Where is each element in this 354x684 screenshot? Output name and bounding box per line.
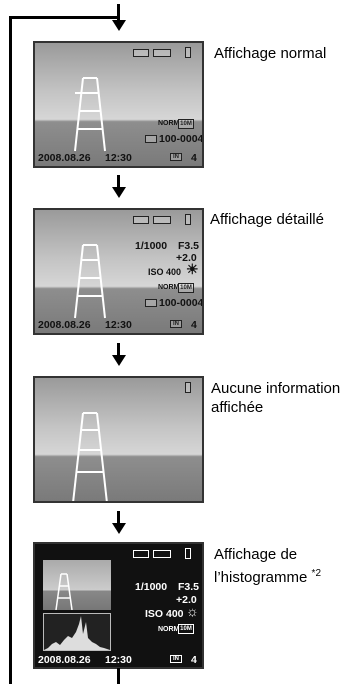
battery-icon (185, 548, 191, 559)
down-arrow-icon (112, 355, 126, 366)
loop-line-top (9, 16, 120, 19)
sun-icon: ☼ (186, 603, 199, 619)
lifeguard-ladder-image (74, 77, 106, 152)
arrow-stem-4 (117, 511, 120, 525)
down-arrow-icon (112, 523, 126, 534)
frame-number: 100-0004 (159, 297, 204, 309)
screen-normal: NORM 10M 100-0004 2008.08.26 12:30 IN 4 (33, 41, 204, 168)
photo-thumbnail (43, 560, 111, 610)
label-no-info-1: Aucune information (211, 380, 341, 397)
protect-icon (133, 550, 149, 558)
lifeguard-ladder-image (55, 573, 73, 610)
iso-value: ISO 400 (148, 267, 182, 277)
remaining-count: 4 (191, 319, 197, 331)
memory-icon: IN (170, 655, 182, 663)
on-icon (153, 550, 171, 558)
shutter-speed: 1/1000 (135, 240, 168, 252)
protect-icon (133, 216, 149, 224)
battery-icon (185, 47, 191, 58)
screen-histogram: 1/1000 F3.5 +2.0 ISO 400 ☼ NORM 10M 2008… (33, 542, 204, 669)
card-icon (145, 135, 157, 143)
arrow-stem-1 (117, 4, 120, 22)
shutter-speed: 1/1000 (135, 581, 168, 593)
on-icon (153, 49, 171, 57)
frame-number: 100-0004 (159, 133, 204, 145)
time-text: 12:30 (105, 152, 132, 164)
screen-detailed: 1/1000 F3.5 +2.0 ISO 400 ☀ NORM 10M 100-… (33, 208, 204, 335)
down-arrow-icon (112, 187, 126, 198)
lifeguard-ladder-image (74, 244, 106, 319)
arrow-stem-3 (117, 343, 120, 357)
date-text: 2008.08.26 (38, 319, 91, 331)
label-detailed: Affichage détaillé (210, 211, 324, 228)
aperture-value: F3.5 (178, 581, 200, 593)
quality-text: NORM (158, 120, 180, 127)
arrow-stem-2 (117, 175, 120, 189)
remaining-count: 4 (191, 654, 197, 666)
quality-text: NORM (158, 626, 180, 633)
screen-no-info (33, 376, 204, 503)
down-arrow-icon (112, 20, 126, 31)
iso-value: ISO 400 (145, 608, 184, 620)
exposure-comp: +2.0 (176, 594, 197, 606)
label-no-info-2: affichée (211, 399, 264, 416)
date-text: 2008.08.26 (38, 654, 91, 666)
size-icon: 10M (178, 624, 194, 634)
arrow-stem-bottom (117, 668, 120, 684)
footnote-mark: *2 (311, 568, 321, 579)
time-text: 12:30 (105, 319, 132, 331)
remaining-count: 4 (191, 152, 197, 164)
size-icon: 10M (178, 119, 194, 129)
card-icon (145, 299, 157, 307)
quality-text: NORM (158, 284, 180, 291)
memory-icon: IN (170, 153, 182, 161)
memory-icon: IN (170, 320, 182, 328)
label-histogram-2: l’histogramme *2 (214, 564, 321, 587)
battery-icon (185, 214, 191, 225)
histogram-curve (44, 616, 110, 650)
loop-line-left (9, 16, 12, 684)
label-histogram-1: Affichage de (214, 546, 298, 563)
label-normal: Affichage normal (214, 45, 327, 62)
protect-icon (133, 49, 149, 57)
label-histogram-2-text: l’histogramme (214, 569, 308, 586)
lifeguard-ladder-image (72, 412, 108, 501)
histogram-graph (43, 613, 111, 651)
date-text: 2008.08.26 (38, 152, 91, 164)
sun-icon: ☀ (186, 261, 199, 277)
aperture-value: F3.5 (178, 240, 200, 252)
time-text: 12:30 (105, 654, 132, 666)
on-icon (153, 216, 171, 224)
size-icon: 10M (178, 283, 194, 293)
exposure-comp: +2.0 (176, 252, 197, 264)
battery-icon (185, 382, 191, 393)
